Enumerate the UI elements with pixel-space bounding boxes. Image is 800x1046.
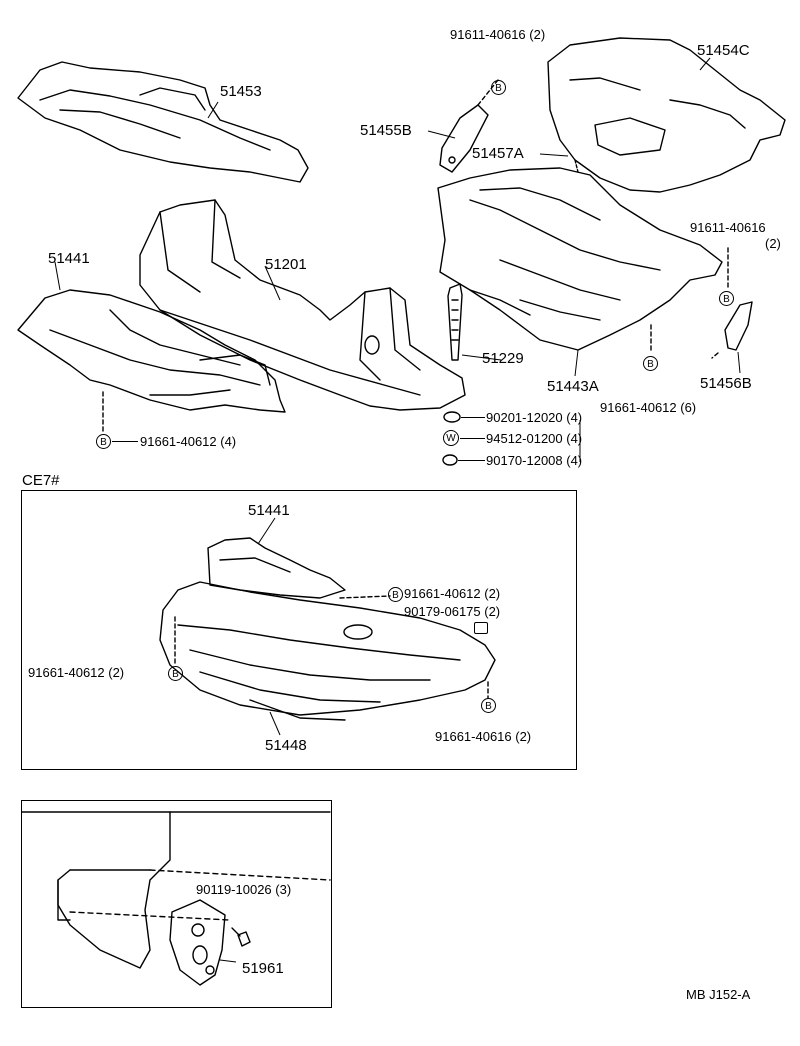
label-51453: 51453 [220, 83, 262, 100]
section-label-ce7: CE7# [22, 472, 60, 489]
bolt-b-icon: B [481, 698, 496, 713]
ce7-section-box [21, 490, 577, 770]
part-51448-shape [159, 581, 496, 721]
label-51961: 51961 [242, 960, 284, 977]
leader-94512 [460, 438, 485, 439]
label-91661-40612-4: 91661-40612 (4) [140, 434, 237, 449]
label-91611-40616-right: 91611-40616 [690, 220, 766, 235]
leader-91661-4-h [112, 441, 138, 442]
bolt-b-icon: B [388, 587, 403, 602]
label-90119-10026: 90119-10026 (3) [196, 882, 292, 897]
washer-w-icon: W [443, 430, 459, 446]
label-51443A: 51443A [547, 378, 599, 395]
bolt-b-icon: B [168, 666, 183, 681]
label-91661-40616-ce7-bottom: 91661-40616 (2) [435, 729, 532, 744]
label-51457A: 51457A [472, 145, 524, 162]
bolt-b-icon: B [719, 291, 734, 306]
label-91611-40616-right-qty: (2) [765, 236, 781, 251]
leader-90170 [458, 460, 485, 461]
part-51453-shape [17, 61, 309, 183]
part-51201-shape [139, 199, 466, 411]
leader-lines [54, 57, 741, 963]
label-51448: 51448 [265, 737, 307, 754]
label-90170-12008: 90170-12008 (4) [486, 453, 583, 468]
nut-icon-90170 [442, 454, 458, 466]
label-51441: 51441 [48, 250, 90, 267]
part-51229-shape [447, 283, 463, 361]
label-51455B: 51455B [360, 122, 412, 139]
label-91661-40612-ce7-left: 91661-40612 (2) [28, 665, 125, 680]
label-90201-12020: 90201-12020 (4) [486, 410, 583, 425]
diagram-code: MB J152-A [686, 987, 751, 1002]
bolt-b-icon: B [643, 356, 658, 371]
label-91661-40612-ce7-right: 91661-40612 (2) [404, 586, 501, 601]
label-91661-40612-6: 91661-40612 (6) [600, 400, 697, 415]
part-51455B-shape [439, 104, 489, 173]
part-51961-shape [169, 899, 226, 986]
label-90179-06175: 90179-06175 (2) [404, 604, 501, 619]
leader-90201 [461, 417, 485, 418]
label-51454C: 51454C [697, 42, 750, 59]
label-51441-ce7: 51441 [248, 502, 290, 519]
part-51441-shape [17, 289, 286, 413]
nut-icon-90179 [474, 622, 488, 634]
part-51456B-shape [724, 301, 753, 351]
bolt-90119-shape [231, 927, 251, 947]
part-51443A-shape [437, 167, 723, 351]
nut-icon-90201 [443, 411, 461, 423]
bolt-b-icon: B [96, 434, 111, 449]
label-51201: 51201 [265, 256, 307, 273]
label-51229: 51229 [482, 350, 524, 367]
bolt-b-icon: B [491, 80, 506, 95]
label-51456B: 51456B [700, 375, 752, 392]
bracket-section-box [21, 800, 332, 1008]
label-94512-01200: 94512-01200 (4) [486, 431, 583, 446]
label-91611-40616-top: 91611-40616 (2) [450, 27, 546, 42]
part-51454C-shape [547, 37, 786, 193]
part-frame-shape [21, 811, 331, 969]
